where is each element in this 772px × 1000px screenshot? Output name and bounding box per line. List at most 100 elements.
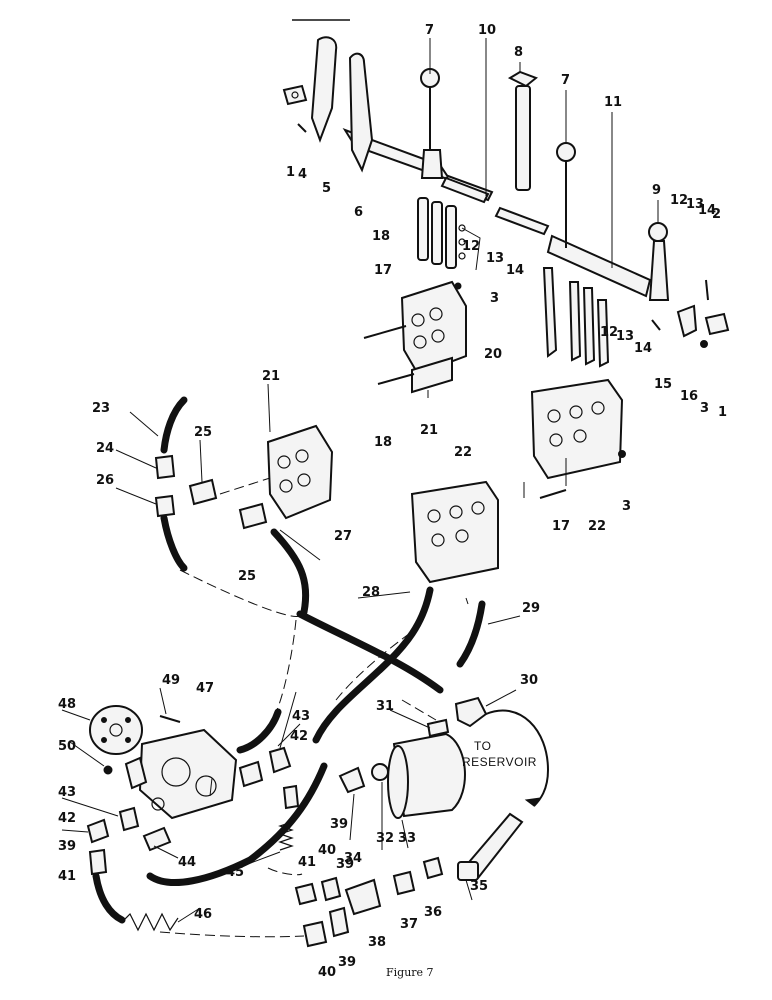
callout-41-mid: 41 xyxy=(298,855,316,870)
reservoir-return-arrow xyxy=(485,709,550,807)
callout-18-lower: 18 xyxy=(374,435,392,450)
callout-4: 4 xyxy=(298,167,307,182)
callout-47: 47 xyxy=(196,681,214,696)
callout-14-right: 14 xyxy=(698,203,716,218)
left-lever-linkage xyxy=(282,36,494,202)
right-link-plates xyxy=(542,267,610,368)
upper-valve-section xyxy=(400,280,467,394)
callout-16: 16 xyxy=(680,389,698,404)
callout-42-left: 42 xyxy=(58,811,76,826)
callout-39-mid: 39 xyxy=(330,817,348,832)
callout-5: 5 xyxy=(322,181,331,196)
callout-17-upper: 17 xyxy=(374,263,392,278)
callout-13-mid: 13 xyxy=(486,251,504,266)
callout-14-lower: 14 xyxy=(634,341,652,356)
figure-caption: Figure 7 xyxy=(386,966,434,979)
callout-26: 26 xyxy=(96,473,114,488)
hydraulic-hoses xyxy=(92,514,486,924)
suction-tube xyxy=(457,812,524,881)
callout-8: 8 xyxy=(514,45,523,60)
leader-lines xyxy=(61,38,659,923)
callout-13-right: 13 xyxy=(686,197,704,212)
callout-31: 31 xyxy=(376,699,394,714)
callout-34: 34 xyxy=(344,851,362,866)
callout-43-right: 43 xyxy=(292,709,310,724)
callout-21-lower: 21 xyxy=(420,423,438,438)
callout-11: 11 xyxy=(604,95,622,110)
callout-18-upper: 18 xyxy=(372,229,390,244)
callout-41-left: 41 xyxy=(58,869,76,884)
callout-22-right: 22 xyxy=(588,519,606,534)
part-callouts: 1 4 5 6 7 10 8 7 11 9 12 13 14 2 18 12 1… xyxy=(58,23,727,980)
bolt-49 xyxy=(159,715,181,723)
callout-49: 49 xyxy=(162,673,180,688)
callout-50: 50 xyxy=(58,739,76,754)
callout-14-mid: 14 xyxy=(506,263,524,278)
callout-43-left: 43 xyxy=(58,785,76,800)
pump-fittings xyxy=(86,746,292,876)
left-fittings xyxy=(154,396,268,530)
callout-36: 36 xyxy=(424,905,442,920)
callout-3-lower: 3 xyxy=(622,499,631,514)
callout-1-left: 1 xyxy=(286,165,295,180)
callout-1-right: 1 xyxy=(718,405,727,420)
callout-12-mid: 12 xyxy=(462,239,480,254)
callout-44: 44 xyxy=(178,855,196,870)
callout-32: 32 xyxy=(376,831,394,846)
callout-3-right: 3 xyxy=(700,401,709,416)
oil-filter xyxy=(371,732,466,819)
callout-35: 35 xyxy=(470,879,488,894)
callout-7-right: 7 xyxy=(561,73,570,88)
callout-10: 10 xyxy=(478,23,496,38)
callout-46: 46 xyxy=(194,907,212,922)
callout-6: 6 xyxy=(354,205,363,220)
callout-7-left: 7 xyxy=(425,23,434,38)
spring-45 xyxy=(278,821,294,851)
callout-23: 23 xyxy=(92,401,110,416)
callout-39-upper: 39 xyxy=(336,857,354,872)
reservoir-note-line-2: RESERVOIR xyxy=(462,755,537,769)
right-lever-linkage xyxy=(440,70,730,348)
callout-30: 30 xyxy=(520,673,538,688)
callout-40-upper: 40 xyxy=(318,843,336,858)
hydraulic-pump xyxy=(124,728,238,820)
elbow-30 xyxy=(454,696,488,728)
callout-33: 33 xyxy=(398,831,416,846)
callout-12-lower: 12 xyxy=(600,325,618,340)
callout-28: 28 xyxy=(362,585,380,600)
callout-40-lower: 40 xyxy=(318,965,336,980)
lower-valve-section xyxy=(410,480,499,584)
lower-fittings xyxy=(282,766,444,948)
spring-46 xyxy=(121,912,179,932)
callout-29: 29 xyxy=(522,601,540,616)
callout-39-lower: 39 xyxy=(338,955,356,970)
coupling-48 xyxy=(89,705,143,755)
callout-48: 48 xyxy=(58,697,76,712)
callout-37: 37 xyxy=(400,917,418,932)
callout-24: 24 xyxy=(96,441,114,456)
callout-25-lower: 25 xyxy=(238,569,256,584)
callout-45: 45 xyxy=(226,865,244,880)
callout-22-upper: 22 xyxy=(454,445,472,460)
callout-15: 15 xyxy=(654,377,672,392)
callout-12-right: 12 xyxy=(670,193,688,208)
callout-25-upper: 25 xyxy=(194,425,212,440)
callout-20: 20 xyxy=(484,347,502,362)
callout-27: 27 xyxy=(334,529,352,544)
callout-2: 2 xyxy=(712,207,721,222)
nipple-31 xyxy=(426,718,450,738)
reservoir-note-line-1: TO xyxy=(474,739,491,753)
callout-17-lower: 17 xyxy=(552,519,570,534)
callout-3-upper: 3 xyxy=(490,291,499,306)
callout-13-lower: 13 xyxy=(616,329,634,344)
callout-38: 38 xyxy=(368,935,386,950)
callout-9: 9 xyxy=(652,183,661,198)
left-link-plates xyxy=(417,197,481,271)
callout-21-upper: 21 xyxy=(262,369,280,384)
callout-42-right: 42 xyxy=(290,729,308,744)
callout-39-left: 39 xyxy=(58,839,76,854)
nut-50 xyxy=(103,765,113,775)
middle-valve-section xyxy=(266,424,334,520)
right-valve-bank xyxy=(530,378,626,480)
